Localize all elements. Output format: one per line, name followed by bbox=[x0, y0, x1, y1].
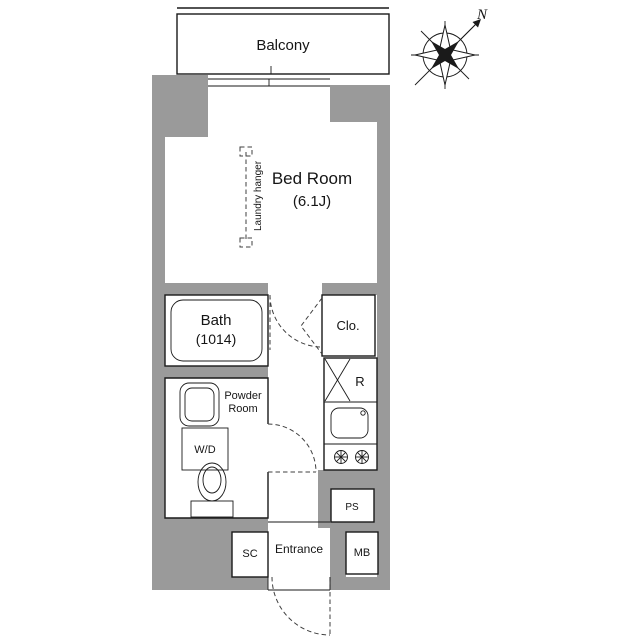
pipe-space: PS bbox=[330, 488, 375, 523]
laundry-hanger: Laundry hanger bbox=[239, 146, 264, 248]
bathtub bbox=[170, 299, 263, 362]
burner-spoke bbox=[357, 452, 367, 462]
sink-bowl bbox=[184, 387, 215, 422]
pipe-space-label: PS bbox=[345, 502, 359, 513]
wall-segment bbox=[165, 518, 268, 532]
wall-segment bbox=[152, 75, 165, 590]
bath-outline bbox=[164, 294, 269, 367]
balcony-outline bbox=[176, 13, 390, 75]
kitchen-sink bbox=[330, 407, 369, 439]
powder-room: Powder Room W/D bbox=[164, 377, 269, 519]
closet-door-swing bbox=[300, 297, 323, 355]
pipe-space-outline bbox=[330, 488, 375, 523]
bedroom-door-swing bbox=[269, 294, 323, 350]
toilet bbox=[190, 462, 234, 518]
powder-room-label-line2: Room bbox=[228, 403, 257, 415]
compass-star-diagonal bbox=[430, 40, 460, 70]
meter-box-label: MB bbox=[354, 547, 371, 559]
powder-room-outline bbox=[164, 377, 269, 519]
wall-segment bbox=[377, 85, 390, 590]
entrance-door-swing bbox=[271, 576, 331, 636]
door-arc bbox=[271, 576, 331, 636]
wall-segment bbox=[165, 366, 268, 378]
bedroom: Bed Room (6.1J) Laundry hanger bbox=[239, 146, 352, 248]
toilet-seat bbox=[202, 466, 222, 494]
wall-segment bbox=[322, 283, 377, 295]
wall-segment bbox=[330, 532, 346, 577]
balcony: Balcony bbox=[176, 7, 390, 75]
laundry-hanger-label: Laundry hanger bbox=[253, 160, 264, 231]
washer-dryer-label: W/D bbox=[194, 444, 215, 456]
toilet-bowl bbox=[197, 462, 227, 502]
north-arrow-line bbox=[459, 21, 479, 41]
bathroom: Bath (1014) bbox=[164, 294, 269, 367]
shoe-closet-outline bbox=[231, 531, 269, 578]
balcony-label: Balcony bbox=[256, 37, 310, 54]
wall-segment bbox=[152, 577, 268, 590]
wall-segment bbox=[330, 520, 390, 532]
laundry-hanger-bracket bbox=[239, 237, 253, 248]
stove-burner bbox=[355, 450, 369, 464]
meter-box-outline bbox=[345, 531, 379, 575]
shoe-closet: SC bbox=[231, 531, 269, 578]
powder-door-swing bbox=[267, 423, 317, 473]
closet-label: Clo. bbox=[336, 318, 359, 333]
kitchen-counter-outline bbox=[323, 357, 378, 471]
sink-outline bbox=[179, 382, 220, 427]
entrance-area: Entrance SC MB bbox=[231, 521, 379, 636]
faucet bbox=[360, 410, 366, 416]
north-arrowhead-icon bbox=[472, 19, 481, 28]
bath-size-label: (1014) bbox=[196, 331, 236, 347]
bedroom-window bbox=[208, 78, 330, 87]
refrigerator-label: R bbox=[355, 374, 364, 389]
shoe-closet-label: SC bbox=[242, 548, 257, 560]
closet: Clo. bbox=[300, 294, 376, 357]
laundry-hanger-bracket bbox=[239, 146, 253, 157]
burner-spoke bbox=[336, 452, 346, 462]
closet-outline bbox=[321, 294, 376, 357]
fridge-hatch-line bbox=[324, 358, 351, 402]
bath-label: Bath bbox=[201, 312, 232, 329]
door-arc bbox=[267, 423, 317, 473]
wall-segment bbox=[165, 283, 268, 295]
walls bbox=[152, 75, 390, 590]
compass-rose: N bbox=[411, 7, 488, 89]
door-arc bbox=[269, 294, 323, 348]
meter-box: MB bbox=[345, 531, 379, 575]
stove-burner bbox=[334, 450, 348, 464]
kitchen-unit: R bbox=[323, 357, 378, 471]
bedroom-size-label: (6.1J) bbox=[293, 193, 331, 210]
north-label: N bbox=[476, 7, 488, 23]
bedroom-label: Bed Room bbox=[272, 169, 352, 188]
powder-room-label-line1: Powder bbox=[224, 390, 262, 402]
washer-dryer-outline bbox=[181, 427, 229, 471]
entrance-label: Entrance bbox=[275, 542, 323, 556]
wall-segment bbox=[330, 577, 390, 590]
